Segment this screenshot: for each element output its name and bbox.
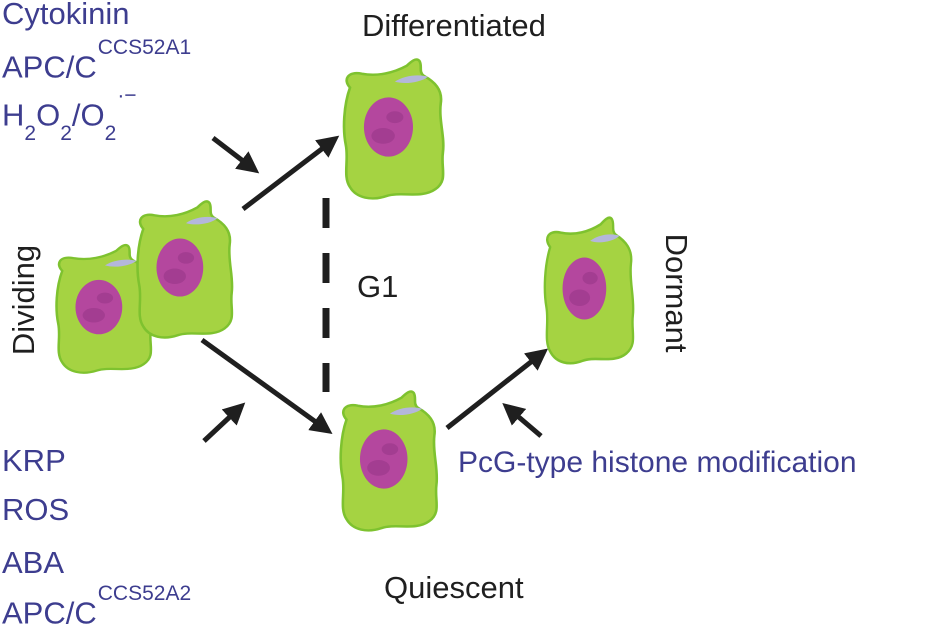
arrow-pcg-to-dormancy-path — [502, 403, 543, 438]
arrow-quiescent-to-dormant — [445, 348, 549, 430]
dormant-label: Dormant — [659, 233, 695, 353]
arrow-top-signals-to-differentiation-path — [211, 136, 260, 174]
h2o2-sub3: 2 — [104, 121, 117, 145]
quiescent-cell — [339, 390, 439, 532]
arrow-bottom-signals-to-quiescence-path — [202, 402, 246, 443]
h2o2-sub1: 2 — [24, 121, 37, 145]
arrow-dividing-to-quiescent — [200, 337, 333, 435]
dormant-cell — [543, 216, 635, 365]
superoxide-radical-superscript: ·− — [117, 84, 137, 107]
cytokinin-label: Cytokinin — [2, 0, 130, 31]
dividing-label: Dividing — [5, 244, 41, 356]
pcg-histone-modification-annotation: PcG-type histone modification — [458, 446, 857, 479]
arrow-dividing-to-differentiated — [241, 135, 340, 211]
h2o2-sub2: 2 — [60, 121, 72, 145]
h2o2-h: H — [2, 97, 25, 133]
apcc-ccs52a1-superscript: CCS52A1 — [97, 36, 192, 59]
differentiated-cell — [342, 58, 445, 200]
differentiated-label: Differentiated — [362, 8, 546, 43]
g1-phase-label: G1 — [357, 269, 399, 304]
h2o2-o1: O — [36, 97, 61, 133]
krp-label: KRP — [2, 443, 66, 478]
superoxide-label: H2O2/O2·− — [2, 84, 137, 145]
quiescent-label: Quiescent — [384, 570, 524, 605]
ros-label: ROS — [2, 492, 70, 527]
dividing-cell-right — [136, 200, 234, 339]
apcc-ccs52a1-base: APC/C — [2, 49, 97, 85]
aba-label: ABA — [2, 545, 65, 580]
apcc-ccs52a2-superscript: CCS52A2 — [97, 582, 192, 605]
apcc-ccs52a1-label: APC/CCCS52A1 — [2, 36, 191, 85]
apcc-ccs52a2-label: APC/CCCS52A2 — [2, 582, 191, 631]
h2o2-slash-o2: /O — [71, 97, 105, 133]
apcc-ccs52a2-base: APC/C — [2, 595, 97, 631]
